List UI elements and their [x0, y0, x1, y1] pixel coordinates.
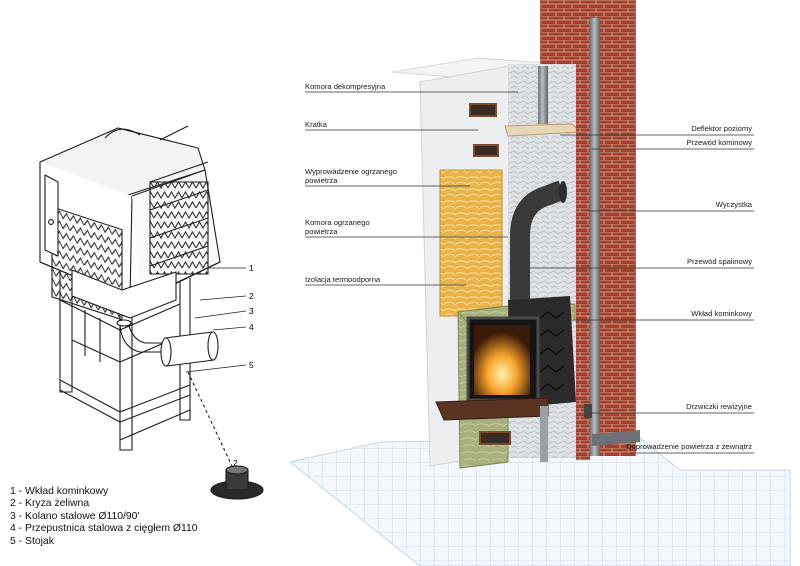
label-wklad-kominkowy: Wkład kominkowy — [691, 309, 752, 318]
part-number-1: 1 — [249, 263, 254, 273]
labels-right-group: Deflektor poziomy Przewód kominowy Wyczy… — [626, 124, 753, 451]
label-kratka: Kratka — [305, 120, 328, 129]
label-przewod-kominowy: Przewód kominowy — [687, 138, 753, 147]
label-wyprowadzenie-line2: powietrza — [305, 176, 338, 185]
brick-chimney — [540, 0, 636, 460]
label-komora-dekompresyjna: Komora dekompresyjna — [305, 82, 386, 91]
parts-legend: 1 - Wkład kominkowy 2 - Kryza żeliwna 3 … — [10, 486, 198, 548]
legend-item-2: 2 - Kryza żeliwna — [10, 498, 90, 510]
damper-cylinder — [160, 331, 219, 367]
label-wyprowadzenie-line1: Wyprowadzenie ogrzanego — [305, 167, 397, 176]
cast-iron-collar — [210, 465, 264, 500]
label-deflektor: Deflektor poziomy — [691, 124, 752, 133]
legend-item-4: 4 - Przepustnica stalowa z cięgłem Ø110 — [10, 523, 198, 535]
legend-item-3: 3 - Kolano stalowe Ø110/90' — [10, 510, 140, 522]
label-wyczystka: Wyczystka — [716, 200, 753, 209]
part-number-3: 3 — [249, 306, 254, 316]
legend-item-5: 5 - Stojak — [10, 535, 54, 547]
part-numbers: 1 2 3 4 5 2 — [233, 263, 254, 468]
part-number-5: 5 — [249, 360, 254, 370]
heat-exchanger-fins — [149, 161, 209, 275]
fireplace-insert-drawing — [39, 125, 264, 500]
chimney-cutaway — [288, 0, 791, 566]
label-komora-ogrzanego-line1: Komora ogrzanego — [305, 218, 370, 227]
stove-side-waves — [539, 311, 565, 391]
part-number-2-collar: 2 — [233, 458, 238, 468]
annotation-lines — [305, 91, 754, 454]
part-number-2: 2 — [249, 291, 254, 301]
label-przewod-spalinowy: Przewód spalinowy — [687, 257, 752, 266]
labels-left-group: Komora dekompresyjna Kratka Wyprowadzeni… — [305, 82, 397, 284]
label-komora-ogrzanego-line2: powietrza — [305, 227, 338, 236]
label-izolacja: Izolacja termoodporna — [305, 275, 381, 284]
flue-pipe — [510, 180, 567, 300]
legend-item-1: 1 - Wkład kominkowy — [10, 486, 109, 497]
part-leader-lines — [185, 267, 247, 373]
steel-elbow — [116, 319, 165, 353]
part-number-4: 4 — [249, 322, 254, 332]
label-drzwiczki: Drzwiczki rewizyjne — [686, 402, 752, 411]
label-doprowadzenie: Doprowadzenie powietrza z zewnątrz — [626, 442, 752, 451]
